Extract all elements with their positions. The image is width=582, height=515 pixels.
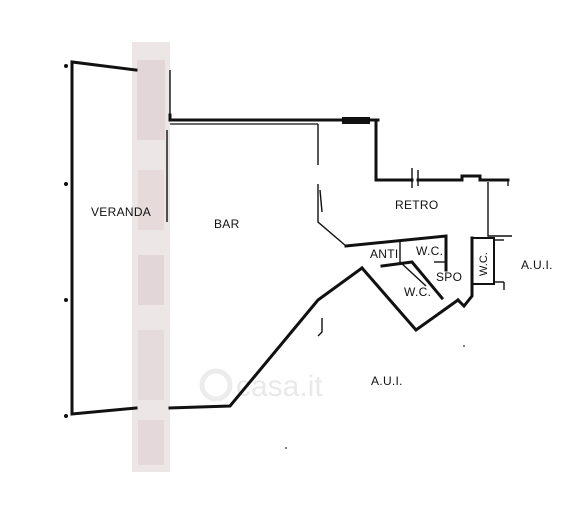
bar-front-wall bbox=[168, 265, 365, 410]
service-rooms-walls bbox=[359, 236, 505, 333]
room-label-wc-vertical: W.C. bbox=[478, 252, 490, 276]
room-label-veranda: VERANDA bbox=[91, 205, 151, 219]
room-label-retro: RETRO bbox=[395, 198, 439, 212]
bar-inner-walls bbox=[317, 184, 448, 272]
watermark: casa.it bbox=[199, 368, 323, 403]
veranda-walls bbox=[70, 60, 171, 416]
room-label-wc-upper: W.C. bbox=[416, 244, 443, 258]
room-label-aui-right: A.U.I. bbox=[521, 258, 553, 272]
top-wall bbox=[168, 113, 380, 165]
room-label-aui-bottom: A.U.I. bbox=[371, 374, 403, 388]
room-label-anti: ANTI bbox=[370, 247, 399, 261]
retro-walls bbox=[374, 118, 512, 237]
privacy-blur-band bbox=[132, 42, 170, 472]
room-label-bar: BAR bbox=[214, 217, 240, 231]
room-label-spo: SPO bbox=[436, 270, 462, 284]
marker-dots bbox=[64, 64, 465, 449]
room-label-wc-lower: W.C. bbox=[404, 285, 431, 299]
watermark-text: casa.it bbox=[236, 370, 323, 403]
